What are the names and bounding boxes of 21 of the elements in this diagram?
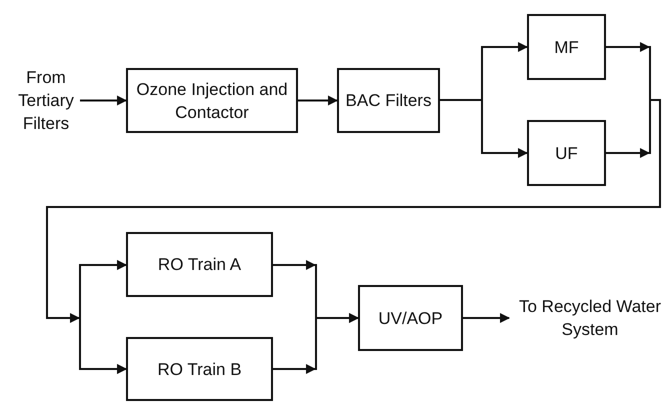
box-label: RO Train B <box>157 358 242 380</box>
destination-label: To Recycled Water System <box>515 295 665 341</box>
process-box <box>527 120 606 186</box>
process-box <box>358 285 463 351</box>
source-label: From Tertiary Filters <box>8 66 84 134</box>
box-label: Ozone Injection and Contactor <box>135 78 289 124</box>
flow-arrow <box>440 99 528 158</box>
flow-arrow <box>298 96 338 106</box>
flow-arrow <box>80 96 127 106</box>
box-label: UF <box>555 142 578 164</box>
process-box <box>126 232 273 297</box>
process-box <box>126 337 273 401</box>
process-box <box>126 68 298 133</box>
flow-arrow <box>273 313 359 370</box>
process-box <box>527 14 606 80</box>
box-label: RO Train A <box>158 254 242 276</box>
box-label: UV/AOP <box>378 308 443 330</box>
box-label: BAC Filters <box>346 90 432 112</box>
process-box <box>337 68 440 133</box>
box-label: MF <box>554 36 579 58</box>
flow-arrow <box>463 313 510 323</box>
